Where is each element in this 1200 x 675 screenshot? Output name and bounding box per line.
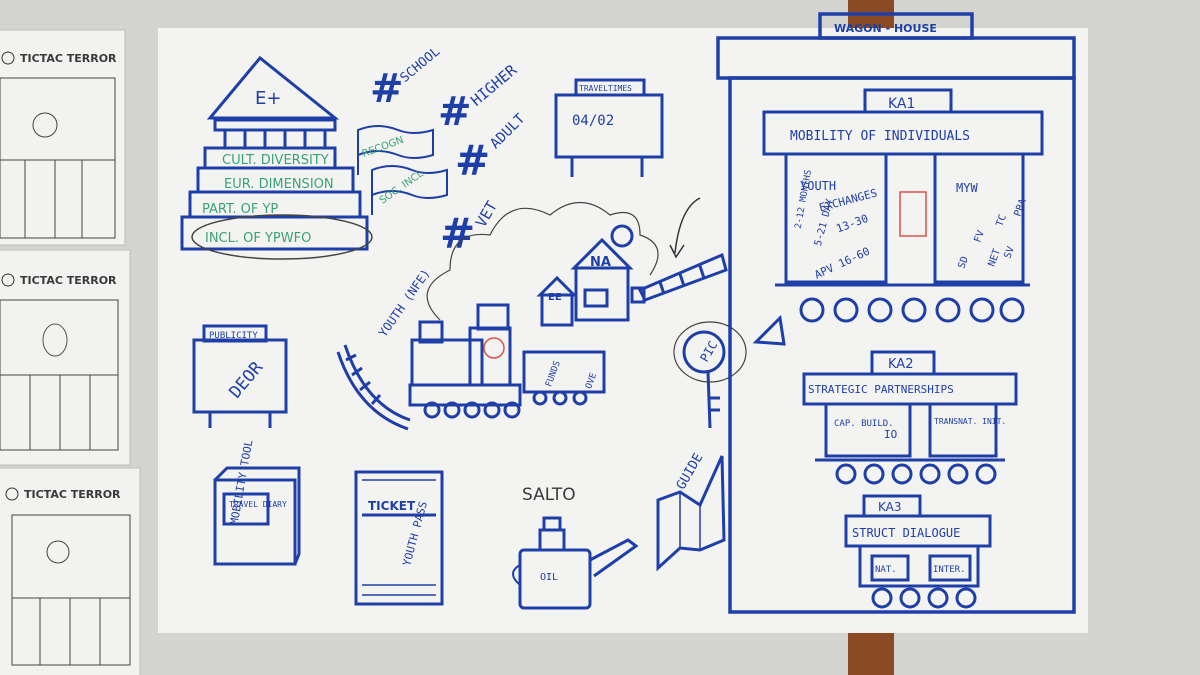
ka1-right-line: SD xyxy=(957,255,971,270)
arrow-icon xyxy=(674,197,701,254)
temple-step: PART. OF YP xyxy=(202,202,278,217)
oil-can-label: OIL xyxy=(540,572,558,583)
svg-text:#: # xyxy=(370,66,404,112)
ka1-banner: MOBILITY OF INDIVIDUALS xyxy=(790,129,970,144)
ka1-right-line: MYW xyxy=(956,181,978,195)
side-sheet-title: TICTAC TERROR xyxy=(20,52,117,65)
travel-times-board xyxy=(554,78,664,177)
ka1-right-line: FV xyxy=(973,229,987,244)
ka3-box-label: NAT. xyxy=(875,565,897,575)
ticket-icon xyxy=(354,470,444,606)
temple-step: EUR. DIMENSION xyxy=(224,177,334,192)
station-na xyxy=(570,224,634,322)
railway-track xyxy=(336,344,411,431)
ka3-label: KA3 xyxy=(878,500,902,514)
side-sheet-2: TICTAC TERROR xyxy=(0,249,131,466)
ka1-left-line: YOUTH xyxy=(800,179,836,193)
ka2-wagon xyxy=(802,350,1018,485)
travel-diary-book xyxy=(213,466,301,566)
side-sheet-3: TICTAC TERROR xyxy=(0,467,141,675)
side-sheet-title: TICTAC TERROR xyxy=(24,488,121,501)
ka1-wagon xyxy=(752,88,1044,346)
railway-barrier xyxy=(630,252,728,304)
svg-text:#: # xyxy=(438,89,472,135)
book-label: TRAVEL DIARY xyxy=(229,500,287,509)
ka1-right-line: SV xyxy=(1003,245,1017,260)
ka2-box-label: IO xyxy=(884,428,897,441)
smiley-icon xyxy=(483,337,505,359)
ticket-header: TICKET xyxy=(368,499,416,513)
salto-label: SALTO xyxy=(522,485,576,505)
ka1-label: KA1 xyxy=(888,96,915,112)
locomotive xyxy=(408,303,522,419)
travel-board-header: TRAVELTIMES xyxy=(579,84,632,93)
side-sheet-1: TICTAC TERROR xyxy=(0,29,126,246)
ka3-wagon xyxy=(844,494,992,609)
side-sheet-title: TICTAC TERROR xyxy=(20,274,117,287)
map-icon xyxy=(656,455,726,572)
key-icon xyxy=(673,321,747,429)
temple-step: INCL. OF YPWFO xyxy=(205,231,311,246)
cargo-wagon xyxy=(522,350,606,406)
station-na-label: NA xyxy=(590,255,611,270)
publicity-header: PUBLICITY xyxy=(209,331,258,341)
travel-board-value: 04/02 xyxy=(572,113,614,129)
erasmus-temple xyxy=(180,55,373,260)
ka2-box-label: CAP. BUILD. xyxy=(834,419,894,429)
train-smoke xyxy=(426,202,659,321)
wagon-house-title: WAGON - HOUSE xyxy=(834,22,937,35)
station-ee-label: EE xyxy=(548,292,562,303)
publicity-board xyxy=(192,324,288,428)
ka2-box-label: TRANSNAT. INIT. xyxy=(934,417,1006,426)
temple-roof-label: E+ xyxy=(255,88,281,109)
ka3-banner: STRUCT DIALOGUE xyxy=(852,526,960,540)
ka2-banner: STRATEGIC PARTNERSHIPS xyxy=(808,383,954,396)
arrow-head-icon xyxy=(669,244,685,259)
oil-can-icon xyxy=(512,516,639,610)
ka3-box-label: INTER. xyxy=(933,565,966,575)
temple-step: CULT. DIVERSITY xyxy=(222,153,329,168)
wagon-house xyxy=(716,12,1076,614)
svg-text:#: # xyxy=(455,136,490,185)
station-ee xyxy=(536,275,578,327)
ka1-right-line: TC xyxy=(995,213,1009,228)
ka2-label: KA2 xyxy=(888,357,913,372)
svg-text:#: # xyxy=(440,209,475,258)
